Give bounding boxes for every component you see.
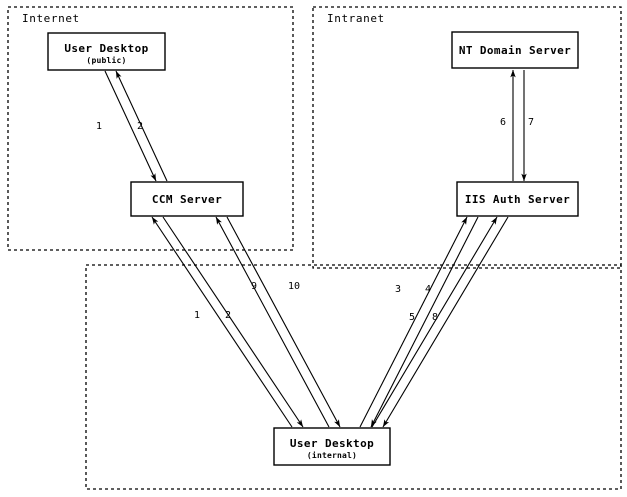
node-label-user-desktop-public: User Desktop <box>64 42 148 55</box>
edge-label-8: 8 <box>432 312 438 323</box>
node-sublabel-user-desktop-internal: (internal) <box>307 450 357 460</box>
edge-label-7: 7 <box>528 117 534 128</box>
zone-label-intranet: Intranet <box>327 12 385 25</box>
flow-line-2-internal <box>162 216 304 428</box>
flow-line-9 <box>215 216 330 428</box>
flow-line-1 <box>104 70 157 182</box>
edge-label-1-internal: 1 <box>194 310 200 321</box>
zone-label-internet: Internet <box>22 12 80 25</box>
edge-label-2-internal: 2 <box>225 310 231 321</box>
flow-line-2 <box>115 70 168 182</box>
edge-label-4: 4 <box>425 284 431 295</box>
node-label-user-desktop-internal: User Desktop <box>290 437 374 450</box>
edge-label-1: 1 <box>96 121 102 132</box>
node-box-nt-domain-server[interactable] <box>451 31 579 69</box>
node-box-user-desktop-public[interactable] <box>47 32 166 71</box>
edge-label-2: 2 <box>137 121 143 132</box>
node-box-ccm-server[interactable] <box>130 181 244 217</box>
edge-label-5: 5 <box>409 312 415 323</box>
node-sublabel-user-desktop-public: (public) <box>86 55 126 65</box>
flow-line-1-internal <box>151 216 293 428</box>
node-box-user-desktop-internal[interactable] <box>273 427 391 466</box>
flow-line-5 <box>371 216 498 428</box>
flow-line-3 <box>359 216 468 428</box>
edge-label-9: 9 <box>251 281 257 292</box>
flow-line-10 <box>226 216 341 428</box>
flow-line-8 <box>382 216 509 428</box>
zone-boundary-internal <box>85 264 622 490</box>
edge-label-6: 6 <box>500 117 506 128</box>
flow-line-4 <box>370 216 479 428</box>
node-label-ccm-server: CCM Server <box>152 193 222 206</box>
node-box-iis-auth-server[interactable] <box>456 181 579 217</box>
edge-label-10: 10 <box>288 281 300 292</box>
node-label-iis-auth-server: IIS Auth Server <box>465 193 570 206</box>
edge-label-3: 3 <box>395 284 401 295</box>
node-label-nt-domain-server: NT Domain Server <box>459 44 571 57</box>
